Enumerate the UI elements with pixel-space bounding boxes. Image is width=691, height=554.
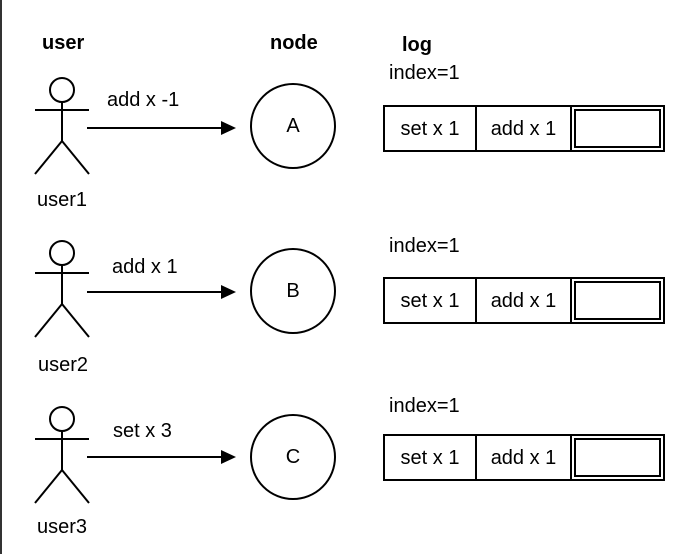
log-table: set x 1 add x 1 [383, 105, 665, 152]
log-cell: add x 1 [477, 279, 572, 322]
node-label: C [285, 446, 301, 468]
column-header-log: log [402, 34, 432, 56]
log-index-label: index=1 [389, 62, 460, 84]
node-circle: A [250, 83, 336, 169]
actor-icon [33, 240, 91, 340]
left-window-edge [0, 0, 2, 554]
log-cell: add x 1 [477, 107, 572, 150]
log-cell: set x 1 [385, 107, 477, 150]
arrow-head-icon [221, 450, 236, 464]
log-cell: set x 1 [385, 436, 477, 479]
node-circle: C [250, 414, 336, 500]
log-index-label: index=1 [389, 235, 460, 257]
arrow-line [87, 127, 223, 129]
actor-label: user3 [37, 516, 88, 538]
log-index-label: index=1 [389, 395, 460, 417]
arrow-line [87, 456, 223, 458]
log-cell: set x 1 [385, 279, 477, 322]
node-label: B [286, 280, 300, 302]
log-cell-empty [574, 281, 661, 320]
actor-icon [33, 77, 91, 177]
node-label: A [286, 115, 300, 137]
node-circle: B [250, 248, 336, 334]
column-header-node: node [270, 32, 318, 54]
arrow-line [87, 291, 223, 293]
log-cell-empty [574, 109, 661, 148]
arrow-head-icon [221, 285, 236, 299]
arrow-head-icon [221, 121, 236, 135]
log-cell-empty [574, 438, 661, 477]
actor-icon [33, 406, 91, 506]
actor-label: user2 [38, 354, 89, 376]
column-header-user: user [42, 32, 85, 54]
log-table: set x 1 add x 1 [383, 277, 665, 324]
log-table: set x 1 add x 1 [383, 434, 665, 481]
message-label: set x 3 [113, 420, 172, 442]
log-cell: add x 1 [477, 436, 572, 479]
message-label: add x 1 [112, 256, 178, 278]
actor-label: user1 [37, 189, 88, 211]
message-label: add x -1 [107, 89, 180, 111]
